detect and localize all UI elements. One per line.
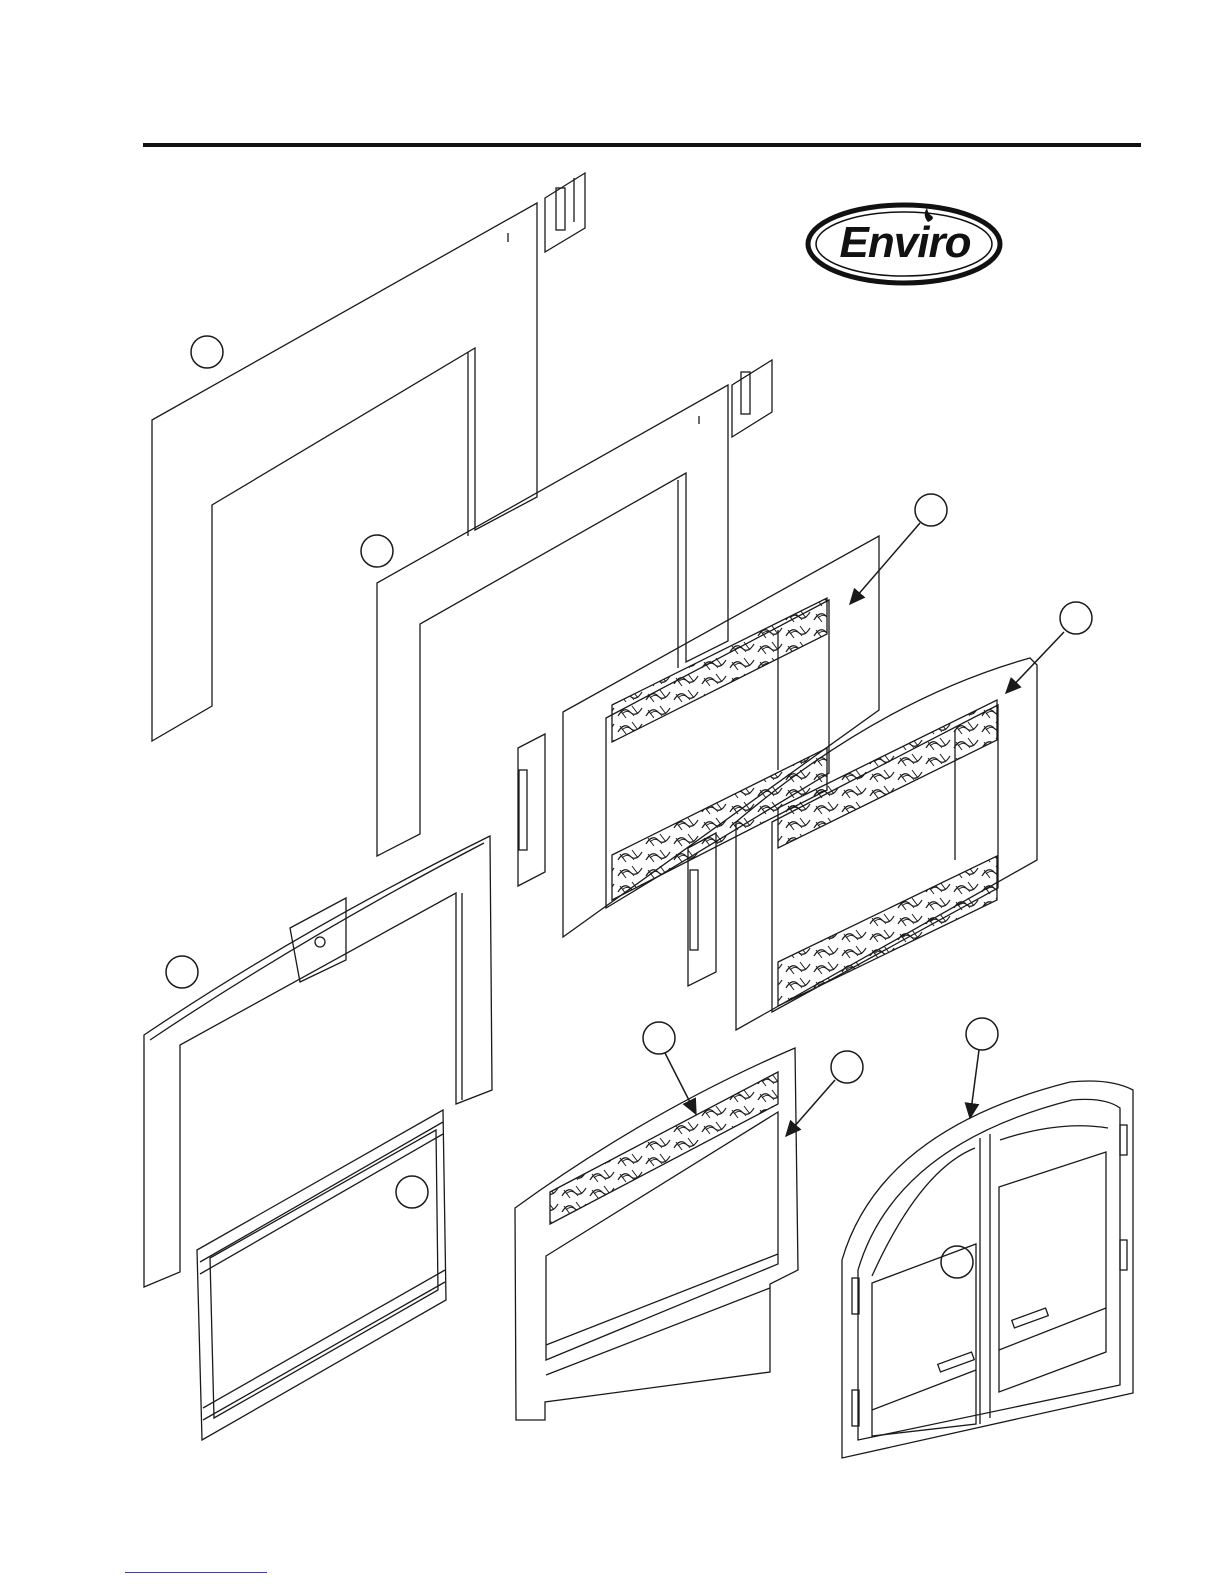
callout-circle-9 (966, 1018, 998, 1050)
logo-badge-icon (315, 937, 325, 947)
callout-circle-7 (643, 1022, 675, 1054)
surround-panel-rear (152, 173, 585, 741)
callout-circle-4 (1060, 602, 1092, 634)
arched-doors (842, 1081, 1133, 1458)
surround-panel-front (377, 360, 772, 856)
trim-frame (515, 1048, 798, 1420)
callout-circle-8 (831, 1051, 863, 1083)
callout-arrow-9 (970, 1050, 979, 1118)
arched-surround (144, 836, 492, 1287)
footer-link-underline[interactable] (125, 1572, 267, 1573)
callout-circle-3 (915, 494, 947, 526)
callout-arrow-8 (786, 1080, 835, 1136)
decorative-faceplate-arched (688, 658, 1037, 1030)
callout-circle-2 (361, 535, 393, 567)
callout-circle-6 (396, 1176, 428, 1208)
brand-logo-text: Enviro (812, 218, 998, 268)
screen-front (197, 1110, 446, 1440)
callout-circle-1 (191, 336, 223, 368)
callout-circle-5 (166, 956, 198, 988)
callout-arrow-7 (665, 1053, 696, 1114)
callout-arrow-3 (850, 523, 920, 604)
